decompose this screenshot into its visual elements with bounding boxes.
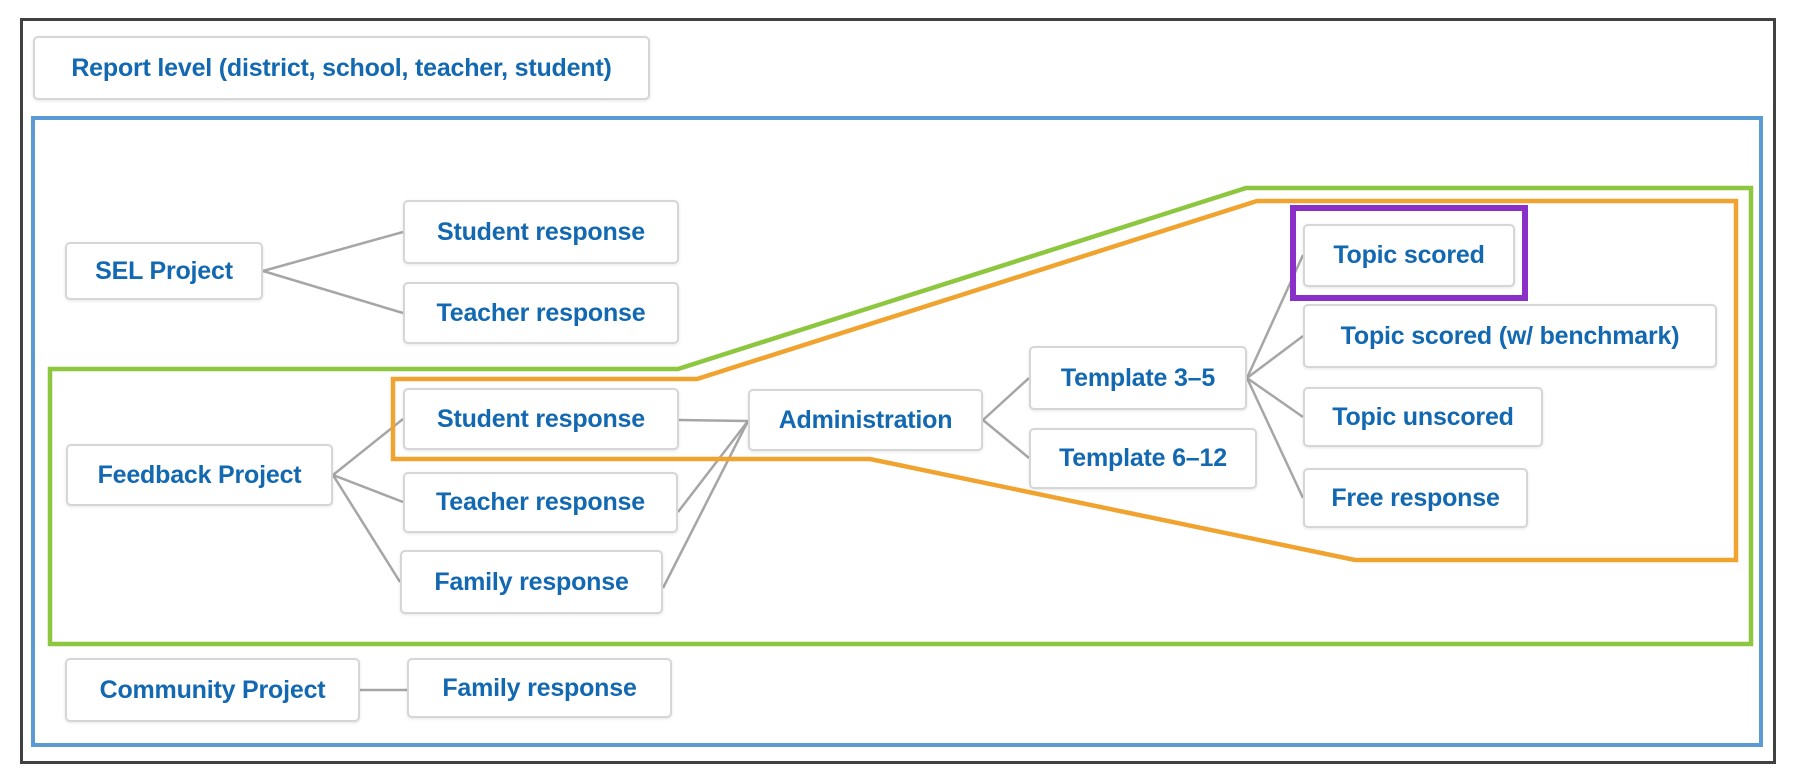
node-sel-project: SEL Project [65, 242, 263, 300]
node-free-response: Free response [1303, 468, 1528, 528]
node-template-6-12: Template 6–12 [1029, 428, 1257, 489]
node-report-level: Report level (district, school, teacher,… [33, 36, 650, 100]
node-template-3-5: Template 3–5 [1029, 346, 1247, 410]
node-topic-unscored: Topic unscored [1303, 387, 1543, 447]
node-community-family-response: Family response [407, 658, 672, 718]
node-topic-scored-benchmark: Topic scored (w/ benchmark) [1303, 304, 1717, 368]
outer-frame [20, 18, 1776, 764]
node-feedback-family-response: Family response [400, 550, 663, 614]
node-sel-student-response: Student response [403, 200, 679, 264]
project-scope-outline-green [47, 185, 1754, 647]
node-feedback-student-response: Student response [403, 388, 679, 450]
node-feedback-teacher-response: Teacher response [403, 472, 678, 533]
node-feedback-project: Feedback Project [66, 444, 333, 506]
node-administration: Administration [748, 389, 983, 451]
node-community-project: Community Project [65, 658, 360, 722]
response-scope-outline-orange [390, 198, 1739, 563]
report-level-scope-outline [31, 116, 1763, 747]
node-sel-teacher-response: Teacher response [403, 282, 679, 344]
node-topic-scored: Topic scored [1303, 224, 1515, 287]
